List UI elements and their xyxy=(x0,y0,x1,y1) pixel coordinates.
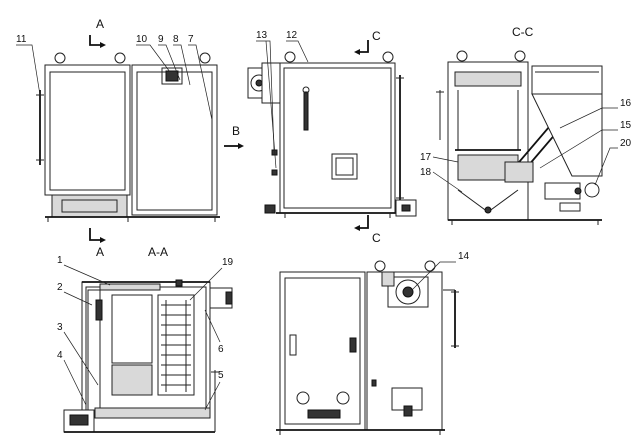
side-view xyxy=(247,51,417,218)
callout-19: 19 xyxy=(222,257,234,268)
rear-view xyxy=(276,260,459,435)
callout-20: 20 xyxy=(620,138,632,149)
section-aa-title: A-A xyxy=(148,245,168,259)
rear-view-callouts: 14 xyxy=(411,251,470,291)
callout-3: 3 xyxy=(57,322,63,333)
section-aa-callouts: 1 2 3 4 19 6 5 xyxy=(57,255,234,411)
callout-15: 15 xyxy=(620,120,632,131)
callout-13: 13 xyxy=(256,30,268,41)
section-marker-c-top: C xyxy=(354,29,381,55)
front-view xyxy=(36,52,220,222)
callout-5: 5 xyxy=(218,370,224,381)
callout-7: 7 xyxy=(188,34,194,45)
callout-17: 17 xyxy=(420,152,432,163)
callout-2: 2 xyxy=(57,282,63,293)
section-a-top-label: A xyxy=(96,17,104,31)
callout-16: 16 xyxy=(620,98,632,109)
callout-14: 14 xyxy=(458,251,470,262)
section-cc-title: C-C xyxy=(512,25,534,39)
callout-6: 6 xyxy=(218,344,224,355)
callout-11: 11 xyxy=(16,34,27,45)
side-view-callouts: 13 12 xyxy=(256,30,309,169)
callout-18: 18 xyxy=(420,167,432,178)
section-cc-view: C-C xyxy=(436,25,603,225)
section-c-top-label: C xyxy=(372,29,381,43)
callout-8: 8 xyxy=(173,34,179,45)
section-c-bottom-label: C xyxy=(372,231,381,245)
section-marker-a-bottom: A xyxy=(89,228,106,259)
callout-1: 1 xyxy=(57,255,63,266)
callout-12: 12 xyxy=(286,30,298,41)
section-cc-callouts: 16 15 20 17 18 xyxy=(420,98,632,193)
front-view-callouts: 11 10 9 8 7 xyxy=(16,34,213,121)
view-b-label: B xyxy=(232,124,240,138)
section-a-bottom-label: A xyxy=(96,245,104,259)
view-b-marker: B xyxy=(224,124,244,149)
section-marker-c-bottom: C xyxy=(354,215,381,245)
section-marker-a-top: A xyxy=(89,17,106,48)
callout-10: 10 xyxy=(136,34,148,45)
callout-9: 9 xyxy=(158,34,164,45)
section-aa-view: A-A xyxy=(63,245,233,433)
callout-4: 4 xyxy=(57,350,63,361)
